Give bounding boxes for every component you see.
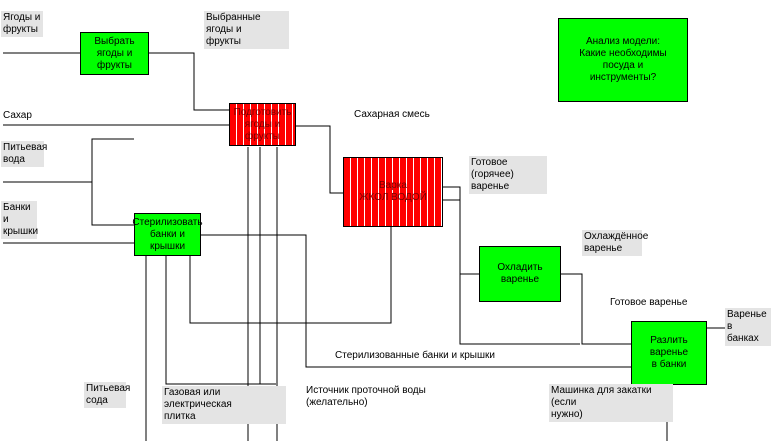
label-tap-water: Источник проточной воды (желательно) (306, 385, 426, 408)
pour-jam-label: Разлить варенье в банки (649, 335, 689, 370)
label-hot-jam: Готовое (горячее) варенье (469, 156, 547, 194)
label-sugar: Сахар (3, 110, 32, 121)
prepare-berries-label: Подготовить ягоды и фрукты (233, 106, 292, 142)
label-berries: Ягоды и фрукты (1, 11, 43, 37)
cool-jam-box[interactable]: Охладить варенье (479, 246, 561, 302)
label-sugar-mix: Сахарная смесь (354, 109, 430, 120)
select-berries-label: Выбрать ягоды и фрукты (94, 35, 135, 71)
label-jam-in-jars: Варенье в банках (725, 308, 771, 346)
pour-jam-box[interactable]: Разлить варенье в банки (631, 321, 707, 385)
label-soda: Питьевая сода (84, 382, 131, 408)
label-stove: Газовая или электрическая плитка (162, 386, 286, 424)
label-jars: Банки и крышки (1, 201, 39, 239)
cook-jam-label: Варка ЖКОЛ ВОДОЙ (359, 180, 427, 203)
analysis-label: Анализ модели: Какие необходимы посуда и… (579, 36, 667, 83)
analysis-box[interactable]: Анализ модели: Какие необходимы посуда и… (558, 18, 688, 102)
label-water: Питьевая вода (1, 141, 48, 167)
label-selected-berries: Выбранные ягоды и фрукты (204, 11, 289, 49)
sterilize-jars-label: Стерилизовать банки и крышки (132, 216, 203, 252)
sterilize-jars-box[interactable]: Стерилизовать банки и крышки (132, 213, 203, 256)
label-ready-jam: Готовое варенье (610, 297, 688, 308)
label-sterile-jars: Стерилизованные банки и крышки (335, 350, 495, 361)
label-sealer: Машинка для закатки (если нужно) (549, 384, 673, 422)
prepare-berries-box[interactable]: Подготовить ягоды и фрукты (229, 103, 296, 146)
select-berries-box[interactable]: Выбрать ягоды и фрукты (80, 32, 149, 75)
cook-jam-box[interactable]: Варка ЖКОЛ ВОДОЙ (343, 157, 443, 227)
cool-jam-label: Охладить варенье (497, 262, 543, 285)
label-cooled-jam: Охлаждённое варенье (582, 230, 649, 256)
